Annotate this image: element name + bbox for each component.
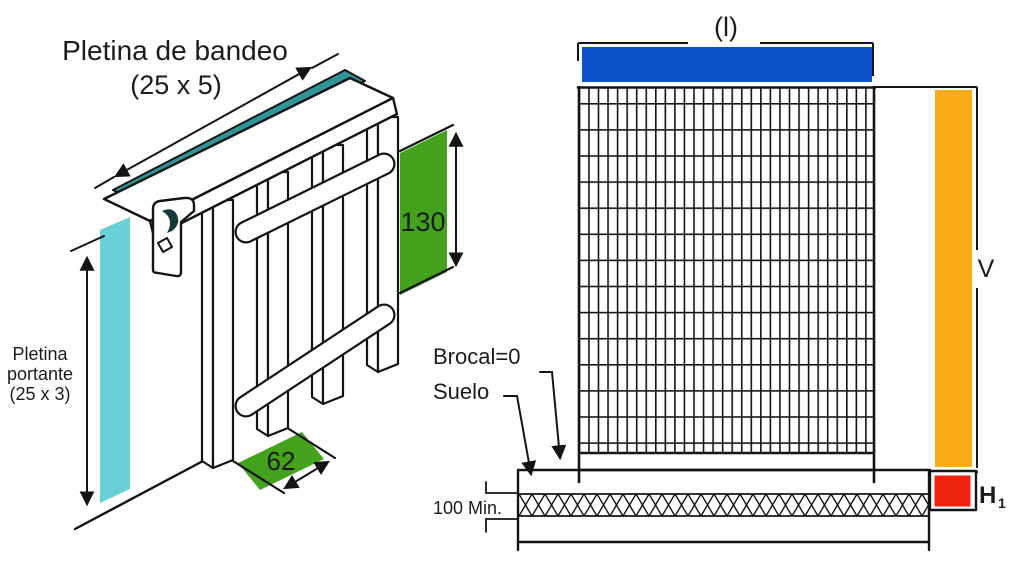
bar-spacing-dimension: 62 xyxy=(231,427,337,495)
bar-spacing-ext-right xyxy=(287,427,337,460)
right-diagram-elevation-view: (l) V 100 Min. xyxy=(433,12,1006,552)
min-depth-tick-top xyxy=(485,481,519,494)
h1-swatch xyxy=(934,475,971,507)
min-depth-tick-bottom xyxy=(485,518,519,533)
hook-slot xyxy=(162,209,179,233)
bar-spacing-arrow xyxy=(283,460,330,490)
round-rods xyxy=(234,152,396,418)
support-plate-label-line1: Pletina xyxy=(12,344,68,364)
width-dim-label: (l) xyxy=(714,12,738,42)
bar-spacing-swatch xyxy=(238,432,324,490)
end-hook-bracket xyxy=(151,196,196,278)
bar-height-ext-top xyxy=(398,123,455,153)
bar-height-swatch xyxy=(400,130,447,295)
bar-height-dimension: 130 xyxy=(398,123,464,295)
h1-dimension: H 1 xyxy=(928,469,1006,512)
banding-length-arrow xyxy=(114,66,312,178)
curb-leader-arrow xyxy=(539,371,567,461)
hook-square-hole xyxy=(157,237,173,253)
support-plate-label-line2: portante xyxy=(7,364,73,384)
support-height-tick xyxy=(70,235,105,252)
ground-level-callouts: Brocal=0 Suelo xyxy=(433,344,567,477)
width-dimension: (l) xyxy=(577,12,874,76)
hook-body xyxy=(151,196,196,278)
curb-label: Brocal=0 xyxy=(433,344,520,369)
concrete-hatch-band xyxy=(519,494,928,516)
h1-label: H xyxy=(979,482,996,509)
min-depth-label: 100 Min. xyxy=(433,498,502,518)
grating-mesh xyxy=(579,88,874,453)
support-plate-label-line3: (25 x 3) xyxy=(9,384,70,404)
min-depth-dimension: 100 Min. xyxy=(433,481,519,533)
height-dim-label: V xyxy=(978,255,995,283)
banding-arrow-ext-left xyxy=(94,176,115,189)
top-band-highlight xyxy=(582,47,872,82)
banding-arrow-ext-right xyxy=(311,53,339,69)
left-diagram-perspective-view: 130 62 Pletina de bandeo (25 x 5) Pletin… xyxy=(7,35,464,531)
supporting-plate-highlight xyxy=(100,217,130,503)
ground-label: Suelo xyxy=(433,379,489,404)
banding-plate-label-line1: Pletina de bandeo xyxy=(62,35,288,66)
ground-leader-arrow xyxy=(503,395,537,477)
lower-rod xyxy=(236,305,394,416)
bar-spacing-value: 62 xyxy=(267,446,296,476)
bar-height-ext-bottom xyxy=(398,265,455,295)
banding-plate-label-line2: (25 x 5) xyxy=(130,70,222,100)
ground-slab xyxy=(516,468,932,552)
bar-spacing-ext-left xyxy=(231,459,286,495)
h1-label-subscript: 1 xyxy=(998,495,1006,511)
height-dimension: V xyxy=(875,86,995,473)
bar-height-value: 130 xyxy=(400,207,445,237)
upper-rod xyxy=(236,154,394,242)
ground-baseline xyxy=(73,459,205,531)
vertical-bar xyxy=(200,198,235,470)
height-swatch xyxy=(935,90,972,467)
